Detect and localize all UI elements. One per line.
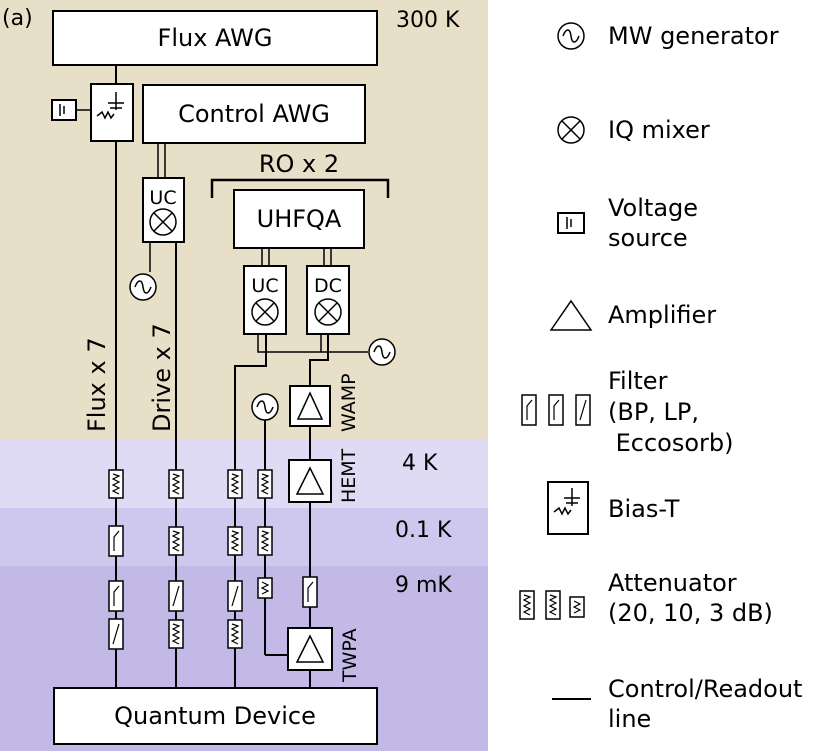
flux-attenuator-20db [108, 469, 124, 499]
twpa-label: TWPA [339, 628, 361, 683]
uhfqa-label: UHFQA [257, 205, 342, 233]
flux-filter [108, 580, 124, 612]
pump-attenuator-20db [257, 526, 273, 556]
pump-attenuator-20db [257, 469, 273, 499]
drive-attenuator-20db [168, 469, 184, 499]
readout-attenuator-20db [227, 619, 243, 649]
legend-attenuator-20db-icon [519, 590, 535, 620]
drive-attenuator-20db [168, 619, 184, 649]
flux-filter [108, 525, 124, 557]
legend-filter-line2: (BP, LP, [608, 398, 699, 426]
control-awg-box [142, 84, 366, 144]
readout-attenuator-20db [227, 469, 243, 499]
readout-downconverter [306, 265, 350, 335]
legend-mw-generator-icon [557, 22, 585, 50]
legend-line-line1: Control/Readout [608, 675, 802, 703]
pump-attenuator-3db [257, 577, 273, 599]
readout-filter [227, 580, 243, 612]
panel-label: (a) [2, 6, 33, 31]
drive-mw-generator-icon [129, 273, 157, 301]
drive-upconverter [142, 177, 185, 243]
legend-amplifier-icon [549, 299, 593, 331]
legend-mw-generator: MW generator [608, 22, 779, 50]
legend-iq-mixer: IQ mixer [608, 116, 710, 144]
legend-attenuator-3db-icon [569, 596, 585, 618]
output-filter [302, 576, 318, 608]
legend-attenuator-10db-icon [545, 590, 561, 620]
legend: MW generator IQ mixer Voltage source Amp… [519, 22, 802, 733]
legend-bias-t-icon [547, 481, 589, 535]
drive-attenuator-20db [168, 526, 184, 556]
stage-0-1k [0, 508, 488, 566]
flux-awg-box [52, 10, 378, 66]
legend-line-line2: line [608, 705, 651, 733]
uhfqa-box [233, 189, 365, 249]
wamp-pump-mw-generator-icon [251, 393, 279, 421]
legend-filter-line3: Eccosorb) [608, 429, 734, 457]
readout-attenuator-20db [227, 526, 243, 556]
quantum-device-label: Quantum Device [114, 702, 316, 730]
legend-eccosorb-filter-icon [548, 394, 564, 426]
readout-lo-mw-generator-icon [368, 338, 396, 366]
flux-awg-label: Flux AWG [158, 24, 273, 52]
readout-output-line [309, 334, 329, 386]
hemt-label: HEMT [338, 448, 360, 503]
twpa-amplifier [287, 627, 333, 671]
legend-attenuator-line1: Attenuator [608, 569, 737, 597]
ro-label: RO x 2 [259, 150, 339, 178]
temp-4k: 4 K [402, 451, 438, 476]
hemt-amplifier [288, 459, 332, 503]
legend-lowpass-filter-icon [575, 394, 591, 426]
readout-uc-label: UC [251, 275, 278, 297]
drive-uc-label: UC [149, 187, 176, 209]
stage-4k [0, 440, 488, 508]
legend-amplifier: Amplifier [608, 301, 716, 329]
flux-line-label: Flux x 7 [83, 337, 111, 432]
legend-attenuator-line2: (20, 10, 3 dB) [608, 599, 773, 627]
wamp-label: WAMP [338, 373, 360, 432]
readout-dc-label: DC [314, 275, 342, 297]
legend-bandpass-filter-icon [521, 394, 537, 426]
legend-iq-mixer-icon [557, 116, 585, 144]
legend-bias-t: Bias-T [608, 495, 680, 523]
legend-voltage-source-line1: Voltage [608, 194, 698, 222]
temp-9mk: 9 mK [395, 573, 452, 598]
flux-filter [108, 618, 124, 650]
temp-0-1k: 0.1 K [395, 518, 452, 543]
temp-300k: 300 K [396, 8, 460, 33]
drive-filter [168, 580, 184, 612]
legend-filter-line1: Filter [608, 367, 668, 395]
legend-voltage-source-line2: source [608, 224, 688, 252]
control-awg-label: Control AWG [178, 100, 330, 128]
bias-t-icon [90, 83, 134, 142]
drive-line-label: Drive x 7 [148, 323, 176, 432]
quantum-device-box [53, 687, 378, 745]
